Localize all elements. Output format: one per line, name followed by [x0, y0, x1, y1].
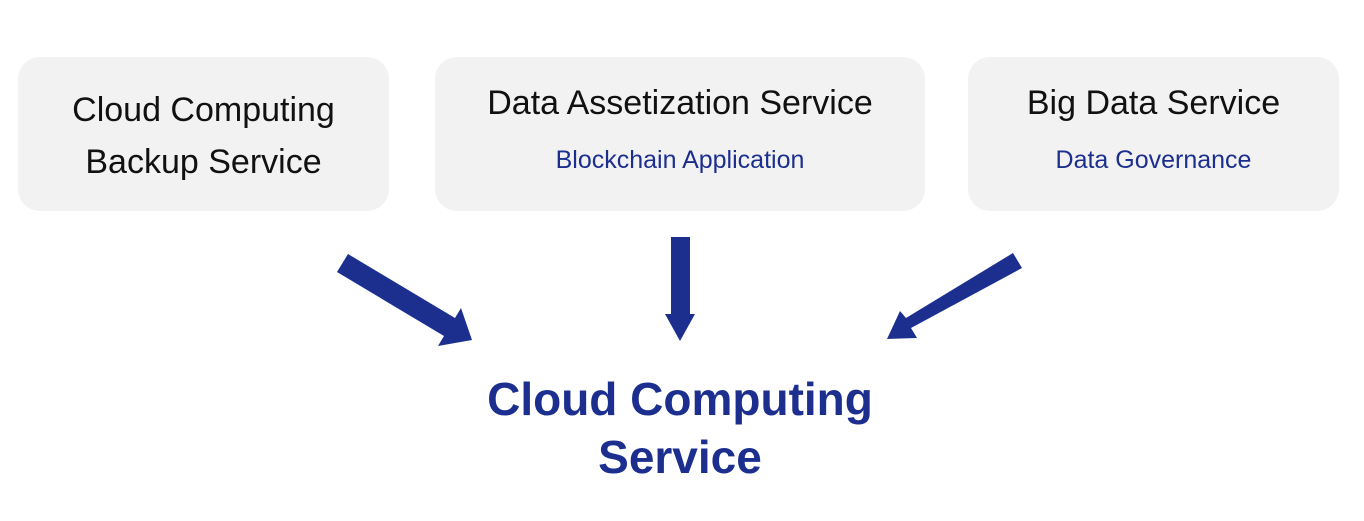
source-box-big-data: Big Data Service Data Governance — [968, 57, 1339, 211]
source-box-data-assetization: Data Assetization Service Blockchain App… — [435, 57, 925, 211]
target-title-line: Cloud Computing — [487, 373, 873, 425]
arrow-left-icon — [337, 254, 472, 346]
source-subtitle: Blockchain Application — [555, 146, 805, 174]
arrow-right-icon — [887, 253, 1022, 339]
source-box-cloud-backup: Cloud Computing Backup Service — [18, 57, 389, 211]
source-title: Data Assetization Service — [487, 84, 873, 122]
arrow-down-icon — [665, 237, 695, 341]
target-service-title: Cloud Computing Service — [380, 370, 980, 486]
source-subtitle: Data Governance — [1055, 146, 1252, 174]
source-title-line: Cloud Computing — [72, 91, 335, 129]
source-title: Big Data Service — [1026, 84, 1281, 122]
source-title-line: Backup Service — [85, 143, 322, 181]
target-title-line: Service — [598, 431, 762, 483]
